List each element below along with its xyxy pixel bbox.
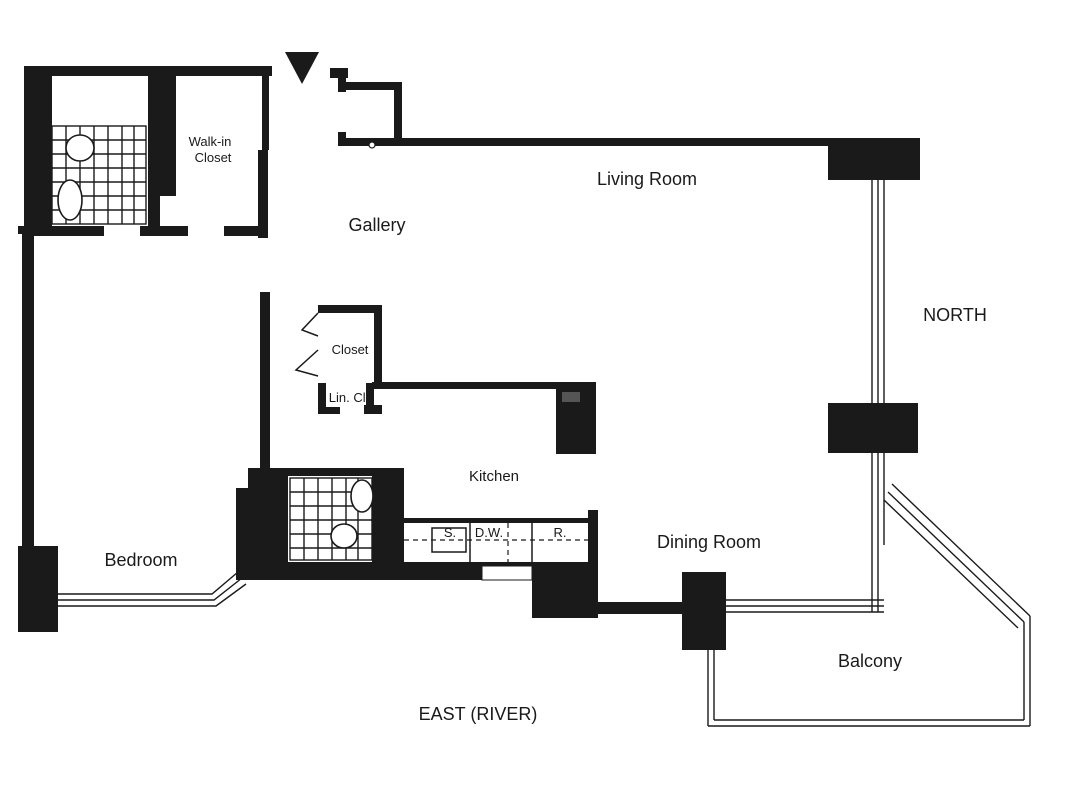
label-dishwasher: D.W. [475,525,503,540]
label-gallery: Gallery [348,215,405,235]
label-balcony: Balcony [838,651,902,671]
master-bath-block [18,66,272,238]
label-linen-closet: Lin. Cl. [329,390,369,405]
label-bedroom: Bedroom [104,550,177,570]
east-walls [532,562,726,650]
dining-window [726,599,884,613]
lower-tub-icon [350,479,374,513]
upper-tub-icon [57,179,83,221]
se-column [682,572,726,650]
label-kitchen: Kitchen [469,468,519,485]
north-window [871,180,885,612]
lower-bath-shower-tiles [289,477,374,561]
sink-icon [431,527,467,553]
entry-arrow-icon [285,52,319,84]
living-room-walls [338,138,920,453]
balcony-railing [707,483,1031,727]
hall-closets [294,305,382,414]
label-sink: S. [444,525,456,540]
label-refrigerator: R. [554,525,567,540]
label-north: NORTH [923,305,987,325]
ne-column [828,138,920,180]
kitchen-counter-wall [372,382,596,454]
upper-bath-shower-tiles [51,125,147,225]
mid-column [828,403,918,453]
lower-toilet-icon [330,523,358,549]
upper-toilet-icon [65,134,95,162]
label-closet: Closet [332,342,369,357]
bedroom-window [58,571,247,607]
bedroom-walls [18,234,270,632]
label-east-river: EAST (RIVER) [419,704,538,724]
foyer-closet [330,68,402,146]
label-walk-in-closet-1: Walk-in [189,134,232,149]
label-dining-room: Dining Room [657,532,761,552]
label-living-room: Living Room [597,169,697,189]
kitchen-counter [404,510,598,581]
label-walk-in-closet-2: Closet [195,150,232,165]
